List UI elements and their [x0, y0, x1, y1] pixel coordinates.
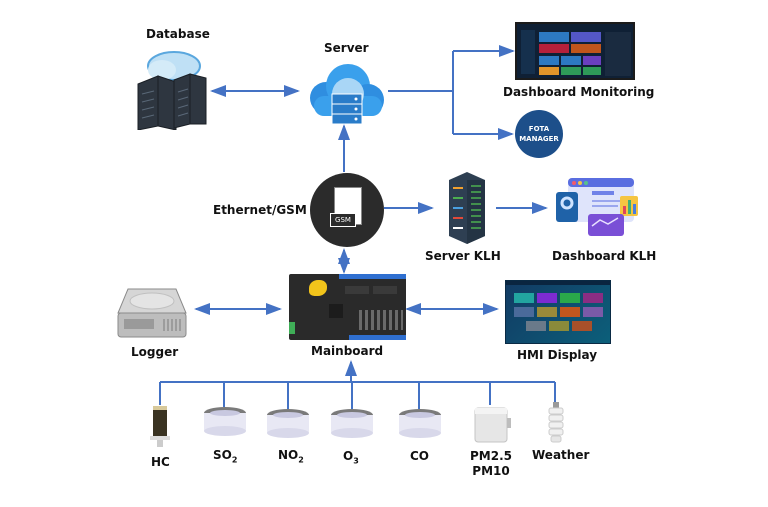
fota-manager-node: FOTA MANAGER — [515, 110, 563, 158]
logger-label: Logger — [131, 345, 179, 359]
fota-label-line1: FOTA — [528, 125, 550, 133]
sensor-label-o3: O3 — [343, 449, 359, 466]
so2-sensor-icon — [204, 407, 246, 436]
mainboard-label: Mainboard — [311, 344, 384, 358]
hc-sensor-icon — [150, 406, 170, 447]
hmi-display-label: HMI Display — [517, 348, 598, 362]
dashboard-monitoring-label: Dashboard Monitoring — [503, 85, 655, 99]
co-sensor-icon — [399, 409, 441, 438]
no2-sensor-icon — [267, 409, 309, 438]
weather-sensor-icon — [548, 402, 564, 443]
hmi-display-screen — [505, 280, 611, 344]
dashboard-klh-icon — [556, 178, 638, 236]
dashboard-monitoring-screen — [515, 22, 635, 80]
server-klh-icon — [449, 172, 485, 244]
sensor-label-so2: SO2 — [213, 448, 238, 465]
sensor-label-pm: PM2.5 PM10 — [470, 449, 512, 478]
logger-hdd-icon — [117, 288, 187, 338]
database-icon — [137, 51, 207, 130]
sensor-label-no2: NO2 — [278, 448, 304, 465]
sensor-label-co: CO — [410, 449, 430, 463]
fota-label-line2: MANAGER — [519, 135, 559, 143]
sensor-label-weather: Weather — [532, 448, 590, 462]
gsm-icon-text: GSM — [330, 213, 356, 227]
o3-sensor-icon — [331, 409, 373, 438]
ethernet-gsm-label: Ethernet/GSM — [213, 203, 307, 217]
server-klh-label: Server KLH — [425, 249, 501, 263]
gsm-module-icon: GSM — [310, 173, 384, 247]
cloud-server-icon — [310, 64, 384, 125]
pm-sensor-icon — [474, 407, 511, 443]
database-label: Database — [146, 27, 210, 41]
dashboard-klh-label: Dashboard KLH — [552, 249, 657, 263]
mainboard-pcb-icon — [289, 274, 406, 340]
sensor-label-hc: HC — [151, 455, 170, 469]
server-label: Server — [324, 41, 369, 55]
